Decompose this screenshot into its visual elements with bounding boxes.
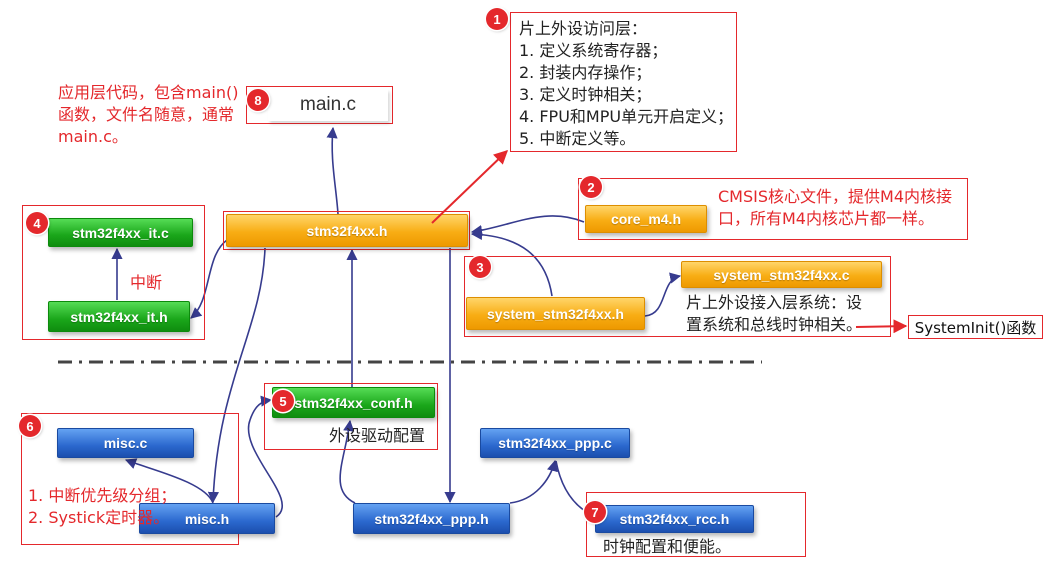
frame-peripheral-config [264, 383, 438, 450]
arrow-system-h-to-stm32f4xx-h [470, 228, 553, 297]
cmsis-core-note: CMSIS核心文件，提供M4内核接 口，所有M4内核芯片都一样。 [718, 186, 952, 230]
note-line: 2. 封装内存操作； [519, 63, 652, 82]
badge-2: 2 [580, 176, 602, 198]
system-layer-note: 片上外设接入层系统：设 置系统和总线时钟相关。 [686, 292, 862, 336]
node-misc-c: misc.c [57, 428, 194, 458]
arrow-ppp-h-to-ppp-c [509, 459, 558, 504]
node-stm32f4xx-h: stm32f4xx.h [226, 214, 468, 247]
application-layer-note: 应用层代码，包含main() 函数，文件名随意，通常 main.c。 [58, 82, 238, 148]
node-ppp-h: stm32f4xx_ppp.h [353, 503, 510, 534]
node-main-c: main.c [268, 89, 388, 121]
node-system-h: system_stm32f4xx.h [466, 297, 645, 330]
frame-misc [21, 413, 239, 545]
arrow-stm32f4xx-h-to-it-h [190, 239, 228, 319]
note-line: CMSIS核心文件，提供M4内核接 [718, 187, 952, 206]
note-line: 2. Systick定时器。 [28, 508, 170, 527]
note-line: 1. 定义系统寄存器； [519, 41, 668, 60]
frame-main-c [246, 86, 393, 124]
badge-6: 6 [19, 415, 41, 437]
rcc-note: 时钟配置和便能。 [603, 537, 732, 556]
arrow-stm32f4xx-h-to-misc-h [207, 247, 266, 504]
node-system-c: system_stm32f4xx.c [681, 261, 882, 288]
note-line: 4. FPU和MPU单元开启定义； [519, 107, 734, 126]
frame-access-layer [510, 12, 737, 152]
note-line: 函数，文件名随意，通常 [58, 105, 235, 124]
note-line: 3. 定义时钟相关； [519, 85, 652, 104]
arrow-misc-h-to-conf-h [247, 395, 284, 518]
node-conf-h: stm32f4xx_conf.h [272, 387, 435, 418]
note-line: main.c。 [58, 127, 128, 146]
access-layer-note: 片上外设访问层： 1. 定义系统寄存器； 2. 封装内存操作； 3. 定义时钟相… [519, 18, 733, 150]
misc-note: 1. 中断优先级分组； 2. Systick定时器。 [28, 485, 176, 529]
frame-system-layer [464, 256, 891, 337]
frame-rcc [586, 492, 806, 557]
note-line: 片上外设访问层： [519, 19, 648, 38]
peripheral-config-label: 外设驱动配置 [329, 426, 426, 445]
frame-interrupt [22, 205, 205, 340]
arrow-ppp-h-to-conf-h [339, 419, 356, 504]
arrow-system-h-to-system-c [644, 272, 682, 317]
arrow-core-m4-to-stm32f4xx-h [470, 215, 585, 237]
frame-cmsis-core [578, 178, 968, 240]
note-line: 5. 中断定义等。 [519, 129, 636, 148]
badge-4: 4 [26, 212, 48, 234]
badge-1: 1 [486, 8, 508, 30]
node-ppp-c: stm32f4xx_ppp.c [480, 428, 630, 458]
arrow-misc-h-to-misc-c [124, 458, 214, 504]
badge-8: 8 [247, 89, 269, 111]
node-rcc-h: stm32f4xx_rcc.h [595, 505, 754, 533]
note-line: 1. 中断优先级分组； [28, 486, 177, 505]
note-line: 口，所有M4内核芯片都一样。 [718, 209, 934, 228]
node-misc-h: misc.h [139, 503, 275, 534]
note-line: 置系统和总线时钟相关。 [686, 315, 863, 334]
badge-5: 5 [272, 390, 294, 412]
note-line: 应用层代码，包含main() [58, 83, 239, 102]
node-it-h: stm32f4xx_it.h [48, 301, 190, 332]
node-it-c: stm32f4xx_it.c [48, 218, 193, 247]
systeminit-label: SystemInit()函数 [908, 315, 1043, 339]
badge-3: 3 [469, 256, 491, 278]
node-core-m4-h: core_m4.h [585, 205, 707, 233]
badge-7: 7 [584, 501, 606, 523]
note-line: 片上外设接入层系统：设 [686, 293, 863, 312]
arrow-stm32f4xx-h-to-main-c [326, 126, 339, 215]
interrupt-label: 中断 [130, 273, 163, 292]
